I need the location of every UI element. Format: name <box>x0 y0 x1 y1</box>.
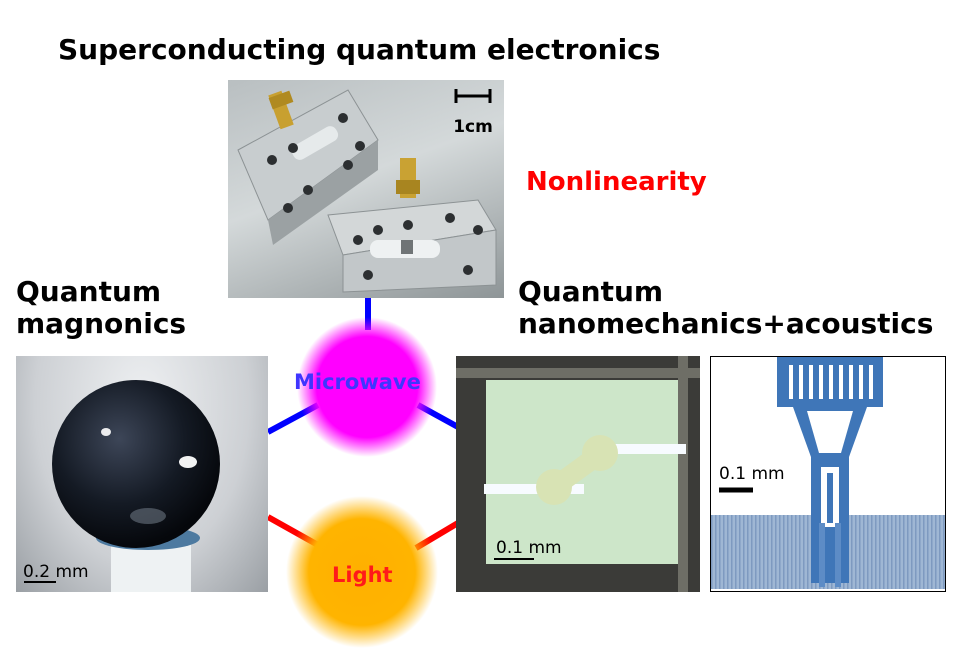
mechanical-resonator <box>536 435 618 505</box>
scale-bar-cavity: 1cm <box>453 89 493 137</box>
scale-label-saw: 0.1 mm <box>719 464 785 484</box>
magnonics-label-line2: magnonics <box>16 307 187 341</box>
nanomechanics-label-line1: Quantum <box>518 275 664 308</box>
waveguide-right <box>596 444 686 454</box>
link-microwave-left <box>266 402 320 435</box>
magnonics-label: Quantum magnonics <box>16 275 187 341</box>
nanomechanics-label: Quantum nanomechanics+acoustics <box>518 275 934 341</box>
scale-label-cavity: 1cm <box>453 117 493 137</box>
yig-sphere-photo: 0.2 mm <box>16 356 268 592</box>
microwave-node-label: Microwave <box>294 370 421 394</box>
waveguide-left <box>484 484 584 494</box>
cavity-photo: 1cm <box>228 80 504 298</box>
link-microwave-right <box>416 402 460 430</box>
sma-connector-icon <box>268 90 294 130</box>
nonlinearity-label: Nonlinearity <box>526 167 707 197</box>
saw-idt-electrode <box>777 357 883 587</box>
cavity-block-back <box>237 89 379 245</box>
light-node-label: Light <box>332 563 393 587</box>
page-title: Superconducting quantum electronics <box>58 33 661 66</box>
membrane-photo: 0.1 mm <box>456 356 700 592</box>
cavity-block-front <box>327 158 497 293</box>
yig-sphere <box>52 380 220 548</box>
scale-label-sphere: 0.2 mm <box>23 562 89 582</box>
saw-device-photo: 0.1 mm <box>710 356 946 592</box>
magnonics-label-line1: Quantum <box>16 275 162 308</box>
link-light-right <box>414 520 460 551</box>
nanomechanics-label-line2: nanomechanics+acoustics <box>518 307 934 341</box>
scale-label-membrane: 0.1 mm <box>496 538 562 558</box>
link-light-left <box>266 514 320 548</box>
